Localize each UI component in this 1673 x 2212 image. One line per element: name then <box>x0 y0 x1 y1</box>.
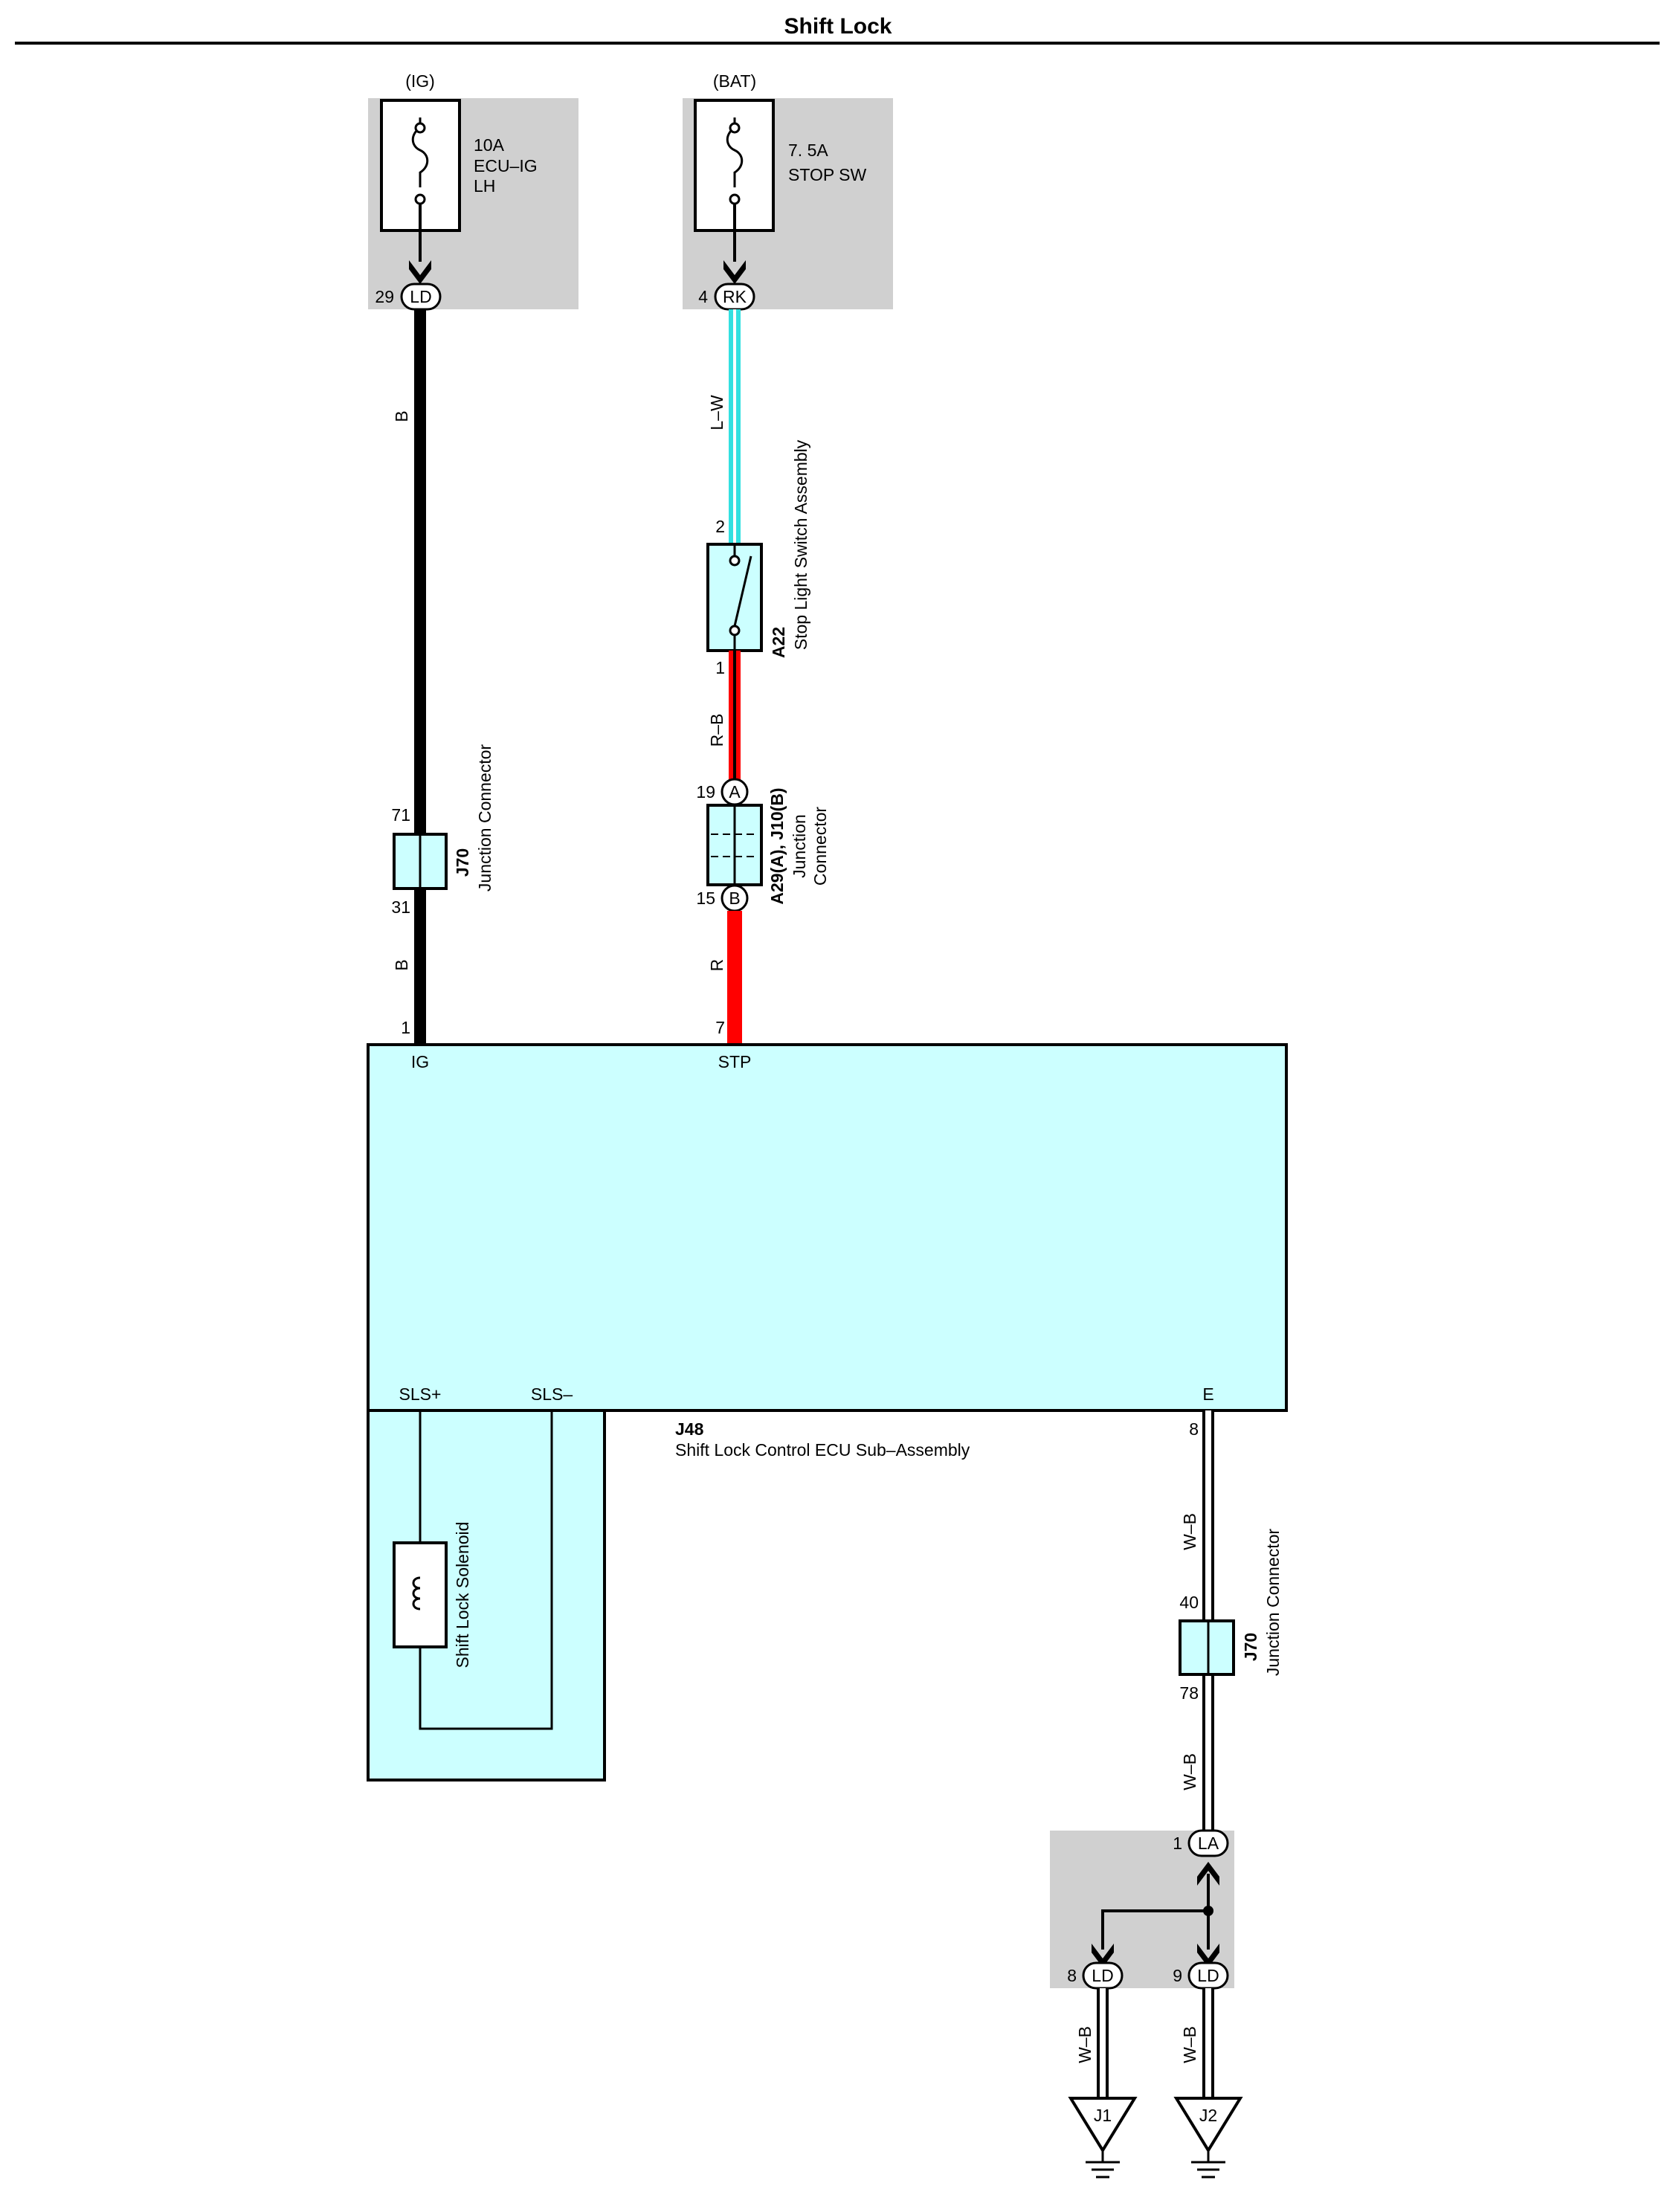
wire-ig <box>414 309 426 1045</box>
connector-ld-right-label: LD <box>1197 1966 1219 1985</box>
wire-gnd-j1-label: W–B <box>1075 2026 1095 2063</box>
term-stp: STP <box>718 1052 752 1071</box>
pin-1-switch: 1 <box>715 658 725 677</box>
connector-rk-label: RK <box>723 287 747 306</box>
pin-stp-7: 7 <box>715 1018 725 1037</box>
wire-e <box>1202 1410 1214 1831</box>
shift-lock-solenoid-box: Shift Lock Solenoid <box>367 1409 606 1781</box>
ground-j1-label: J1 <box>1094 2106 1112 2125</box>
connector-la-label: LA <box>1198 1834 1219 1853</box>
conn-b-label: B <box>729 889 740 908</box>
arrow-up-icon <box>1197 1862 1219 1886</box>
a29-code: A29(A), J10(B) <box>767 787 787 904</box>
fuse-ig-rating: 10A <box>474 135 505 155</box>
wire-stop-mid-label: R–B <box>707 714 726 747</box>
wire-stop-upper-label: L–W <box>707 395 726 431</box>
pin-19: 19 <box>696 782 715 802</box>
pin-4: 4 <box>698 287 708 306</box>
a29-name-2: Connector <box>810 807 830 886</box>
pin-1-la: 1 <box>1173 1834 1182 1853</box>
stop-switch-code: A22 <box>769 627 788 658</box>
fuse-ig-name-1: ECU–IG <box>474 156 538 175</box>
pin-ig-1: 1 <box>401 1018 410 1037</box>
ground-junction-block: LA 1 LD 8 LD 9 <box>1050 1829 1234 1990</box>
j70-bottom-code: J70 <box>1241 1633 1260 1661</box>
diagram-title: Shift Lock <box>784 14 892 39</box>
j70-top-name: Junction Connector <box>475 744 494 892</box>
pin-e-8: 8 <box>1189 1419 1199 1439</box>
pin-9-ld: 9 <box>1173 1966 1182 1985</box>
wire-gnd-j2-label: W–B <box>1180 2026 1199 2063</box>
fuse-bat-name: STOP SW <box>788 165 867 184</box>
wire-ig-lower-label: B <box>392 959 411 970</box>
term-sls-minus: SLS– <box>531 1384 573 1404</box>
pin-71: 71 <box>391 805 410 825</box>
conn-a-label: A <box>729 782 741 802</box>
fuse-ig-name-2: LH <box>474 176 495 196</box>
pin-40: 40 <box>1179 1593 1199 1612</box>
wire-e-upper-label: W–B <box>1180 1513 1199 1550</box>
pin-2: 2 <box>715 517 725 536</box>
wire-ground-j2 <box>1202 1988 1214 2098</box>
fuse-bat-block: (BAT) 7. 5A STOP SW RK 4 <box>683 71 893 311</box>
wire-stop-upper <box>729 309 741 544</box>
shift-lock-ecu: 1 7 IG STP SLS+ SLS– E <box>367 1018 1288 1412</box>
solenoid-coil <box>393 1541 448 1648</box>
term-sls-plus: SLS+ <box>399 1384 442 1404</box>
ecu-code: J48 <box>675 1419 704 1439</box>
pin-15: 15 <box>696 889 715 908</box>
ground-symbol-j2: J2 <box>1173 2097 1243 2179</box>
a29-name-1: Junction <box>790 814 809 878</box>
stop-light-switch: 2 1 A22 Stop Light Switch Assembly <box>706 439 810 677</box>
junction-connector-j70-top: 71 31 J70 Junction Connector <box>391 744 494 917</box>
arrow-down-icon <box>409 260 431 284</box>
fuse-bat-source: (BAT) <box>713 71 756 91</box>
wire-ig-upper-label: B <box>392 410 411 422</box>
arrow-down-icon <box>723 260 746 284</box>
pin-29: 29 <box>375 287 394 306</box>
fuse-bat-icon <box>726 117 744 187</box>
pin-8-ld: 8 <box>1067 1966 1077 1985</box>
wire-stop-lower-label: R <box>707 959 726 972</box>
j70-bottom-name: Junction Connector <box>1263 1529 1283 1677</box>
ground-j2-label: J2 <box>1199 2106 1217 2125</box>
pin-78: 78 <box>1179 1683 1199 1703</box>
fuse-ig-block: (IG) 10A ECU–IG LH LD 29 <box>368 71 578 311</box>
term-ig: IG <box>411 1052 429 1071</box>
fuse-bat-rating: 7. 5A <box>788 141 828 160</box>
connector-ld-left-label: LD <box>1092 1966 1113 1985</box>
connector-ld-top-label: LD <box>410 287 431 306</box>
junction-connector-a29: A B 19 15 A29(A), J10(B) Junction Connec… <box>696 778 830 912</box>
coil-icon <box>412 1576 421 1610</box>
ground-symbol-j1: J1 <box>1068 2097 1138 2179</box>
pin-31: 31 <box>391 897 410 917</box>
connector-la <box>1187 1829 1229 1857</box>
wire-stop-mid <box>729 651 741 792</box>
wire-e-lower-label: W–B <box>1180 1753 1199 1790</box>
solenoid-name: Shift Lock Solenoid <box>453 1522 472 1668</box>
fuse-ig-icon <box>411 117 429 187</box>
fuse-ig-source: (IG) <box>405 71 435 91</box>
wire-stop-lower <box>727 911 742 1045</box>
j70-top-code: J70 <box>453 848 472 877</box>
junction-connector-j70-bottom: 40 78 J70 Junction Connector <box>1179 1529 1283 1703</box>
wire-ground-j1 <box>1097 1988 1109 2098</box>
ecu-name: Shift Lock Control ECU Sub–Assembly <box>675 1440 970 1460</box>
term-e: E <box>1202 1384 1213 1404</box>
stop-switch-name: Stop Light Switch Assembly <box>791 439 810 650</box>
